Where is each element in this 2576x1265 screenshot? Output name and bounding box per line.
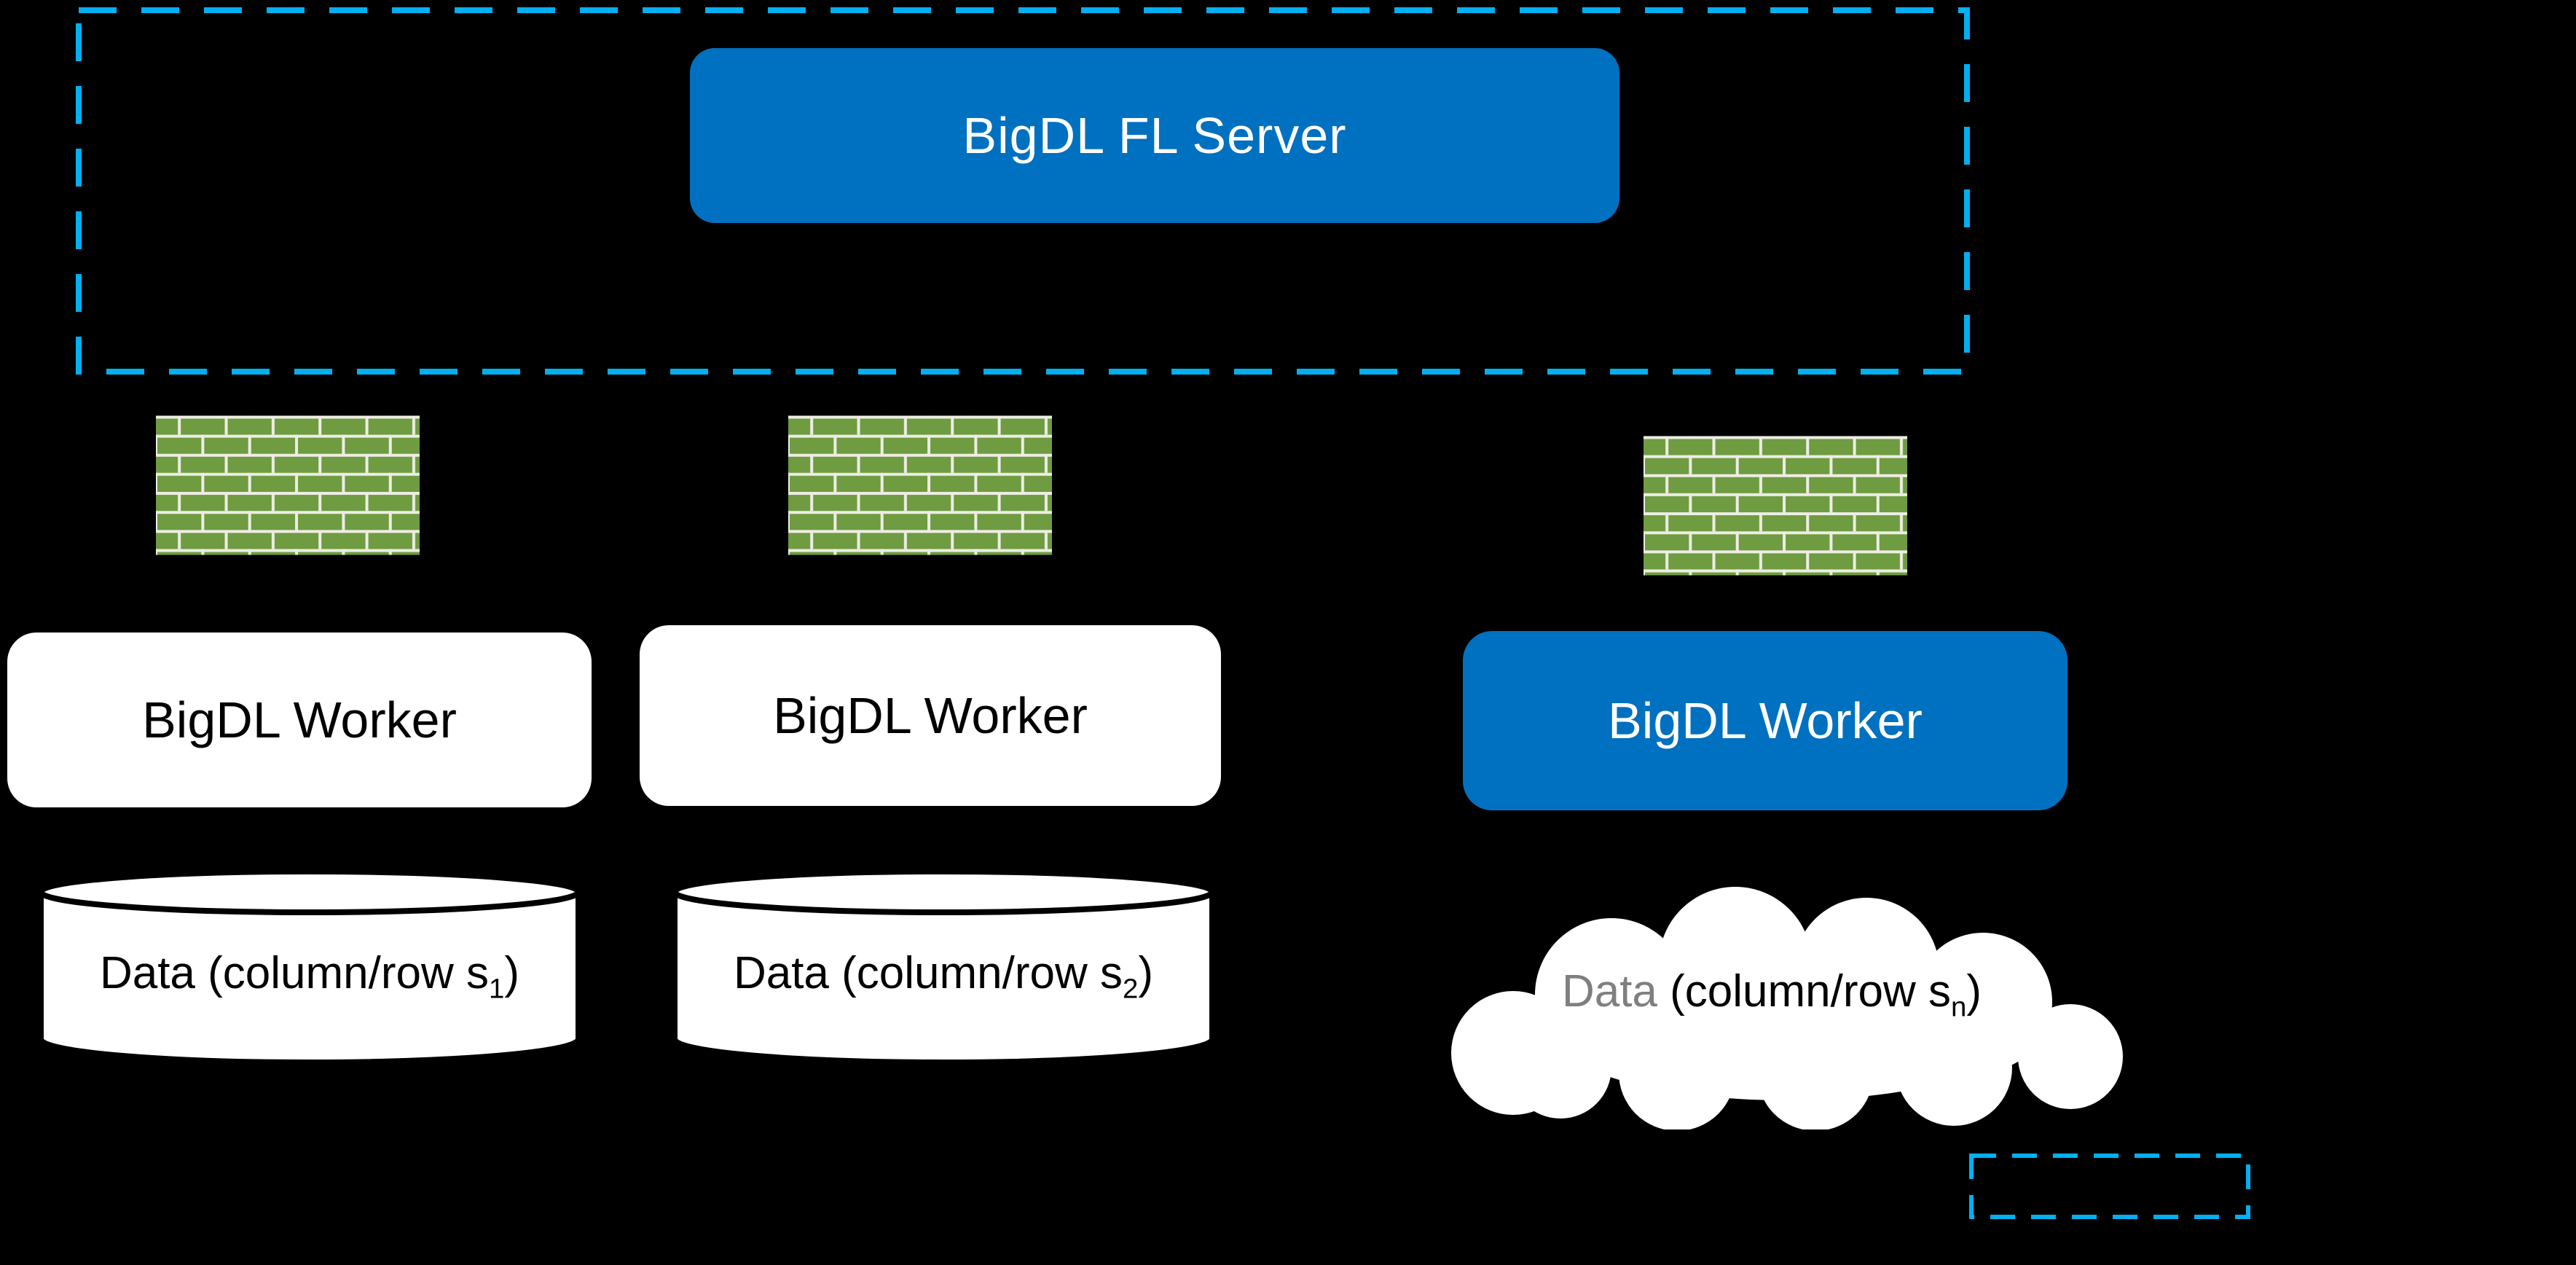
subscript: n [1951, 991, 1967, 1023]
legend-dashed-border [1969, 1154, 2250, 1219]
fl-server-boundary-border [76, 7, 1970, 375]
worker-label: BigDL Worker [1608, 692, 1923, 749]
database-cylinder-icon [672, 869, 1215, 1065]
legend-dashed-box [1969, 1154, 2250, 1219]
subscript: 2 [1123, 973, 1139, 1005]
data-cylinder-label-2: Data (column/row s2) [733, 948, 1154, 1005]
firewall-icon [156, 415, 420, 555]
data-word-gray: Data [1561, 966, 1657, 1017]
cloud-icon [1451, 887, 2123, 1129]
worker-node-2: BigDL Worker [640, 625, 1221, 806]
subscript: 1 [489, 973, 505, 1005]
data-cloud-label: Data (column/row sn) [1561, 966, 1982, 1023]
firewall-icon [788, 415, 1052, 555]
fl-server-label: BigDL FL Server [962, 107, 1347, 164]
data-cylinder-label-1: Data (column/row s1) [99, 948, 520, 1005]
worker-label: BigDL Worker [773, 687, 1088, 744]
worker-node-1: BigDL Worker [7, 632, 592, 807]
firewall-icon [1644, 436, 1907, 576]
worker-node-3: BigDL Worker [1463, 631, 2068, 810]
database-cylinder-icon [38, 869, 581, 1065]
fl-server-boundary-dashed-box [76, 7, 1970, 375]
fl-server-node: BigDL FL Server [690, 48, 1619, 223]
worker-label: BigDL Worker [142, 692, 457, 748]
